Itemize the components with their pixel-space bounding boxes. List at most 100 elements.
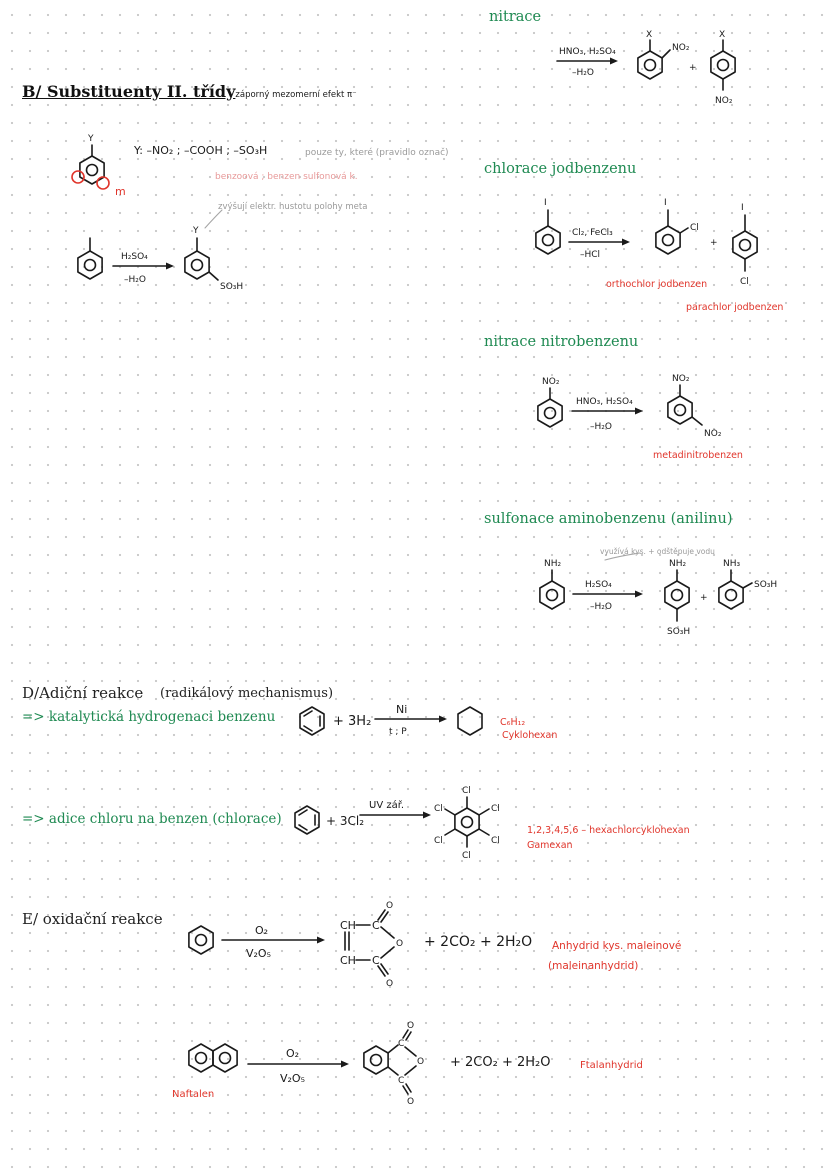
maleic-anhydride: CH C O CH C O O xyxy=(340,901,403,989)
benzene-kekule xyxy=(294,805,320,835)
svg-text:+ 2CO₂ + 2H₂O: + 2CO₂ + 2H₂O xyxy=(450,1055,550,1070)
section-e-title: E/ oxidační reakce xyxy=(22,910,163,928)
svg-text:Cl: Cl xyxy=(491,836,500,846)
note-pouze: pouze ty, které (pravidlo označ) xyxy=(305,148,449,158)
note-anhydrid-2: (maleinanhydrid) xyxy=(548,960,639,972)
benzene-ring xyxy=(664,580,690,610)
note-zvysuji: zvýšují elektr. hustotu polohy meta xyxy=(218,202,368,212)
heading-hydrogenace: => katalytická hydrogenaci benzenu xyxy=(22,709,276,725)
heading-chlorace: chlorace jodbenzenu xyxy=(484,161,637,177)
heading-nitrace-nitro: nitrace nitrobenzenu xyxy=(484,334,639,350)
svg-text:C: C xyxy=(398,1076,404,1086)
svg-text:Y: Y xyxy=(87,134,94,144)
svg-text:Cl₂, FeCl₃: Cl₂, FeCl₃ xyxy=(572,228,613,238)
svg-text:O₂: O₂ xyxy=(255,924,268,937)
section-b-title: B/ Substituenty II. třídy xyxy=(22,82,236,101)
svg-text:CH: CH xyxy=(340,919,356,932)
benzene-ring xyxy=(637,50,663,80)
svg-text:–H₂O: –H₂O xyxy=(590,602,612,612)
svg-text:I: I xyxy=(741,203,744,213)
svg-text:V₂O₅: V₂O₅ xyxy=(246,947,271,960)
svg-text:O: O xyxy=(407,1097,414,1107)
svg-text:NO₂: NO₂ xyxy=(672,374,690,384)
svg-text:NH₃: NH₃ xyxy=(723,559,741,569)
svg-text:I: I xyxy=(544,198,547,208)
svg-text:Cl: Cl xyxy=(740,277,749,287)
hexachlorocyclohexane: Cl Cl Cl Cl Cl Cl xyxy=(434,786,500,861)
svg-text:–H₂O: –H₂O xyxy=(124,275,146,285)
note-ftalanhydrid: Ftalanhydrid xyxy=(580,1060,643,1071)
svg-text:O: O xyxy=(407,1021,414,1031)
svg-text:HNO₃, H₂SO₄: HNO₃, H₂SO₄ xyxy=(576,397,633,407)
svg-text:X: X xyxy=(646,30,652,40)
svg-text:+ 3H₂: + 3H₂ xyxy=(333,714,371,729)
svg-text:Ni: Ni xyxy=(396,703,407,716)
note-benzoic: benzoová ; benzen sulfonová k. xyxy=(215,172,358,182)
benzene-ring xyxy=(77,250,103,280)
svg-text:Cl: Cl xyxy=(462,851,471,861)
benzene-ring xyxy=(535,225,561,255)
svg-text:NO₂: NO₂ xyxy=(672,43,690,53)
svg-text:I: I xyxy=(664,198,667,208)
note-hexachlor: 1,2,3,4,5,6 – hexachlorcyklohexan xyxy=(527,825,690,836)
svg-text:SO₃H: SO₃H xyxy=(667,627,690,637)
svg-text:NH₂: NH₂ xyxy=(669,559,687,569)
svg-text:O: O xyxy=(396,939,403,949)
svg-text:C: C xyxy=(372,919,380,932)
benzene-ring xyxy=(667,395,693,425)
meta-position-mark xyxy=(71,170,85,184)
benzene-ring xyxy=(537,398,563,428)
section-d-title: D/Adiční reakce xyxy=(22,684,144,702)
svg-text:+: + xyxy=(689,63,697,73)
benzene-ring xyxy=(188,925,214,955)
svg-text:–H₂O: –H₂O xyxy=(572,68,594,78)
svg-text:–H₂O: –H₂O xyxy=(590,422,612,432)
benzene-ring xyxy=(539,580,565,610)
svg-text:+ 2CO₂ + 2H₂O: + 2CO₂ + 2H₂O xyxy=(424,934,532,950)
benzene-ring xyxy=(184,250,210,280)
svg-text:Cl: Cl xyxy=(462,786,471,796)
svg-text:NH₂: NH₂ xyxy=(544,559,562,569)
svg-text:NO₂: NO₂ xyxy=(715,96,733,106)
heading-sulfonace: sulfonace aminobenzenu (anilinu) xyxy=(484,511,733,527)
note-anhydrid-1: Anhydrid kys. maleinové xyxy=(552,940,682,952)
svg-text:O: O xyxy=(417,1057,424,1067)
benzene-ring xyxy=(732,230,758,260)
svg-text:NO₂: NO₂ xyxy=(542,377,560,387)
svg-text:SO₃H: SO₃H xyxy=(220,282,243,292)
svg-text:NO₂: NO₂ xyxy=(704,429,722,439)
svg-text:–HCl: –HCl xyxy=(580,250,600,260)
heading-nitrace: nitrace xyxy=(489,9,542,25)
cyclohexane-ring xyxy=(457,706,483,736)
section-d-subtitle: (radikálový mechanismus) xyxy=(160,686,334,701)
substituent-list: Y: –NO₂ ; –COOH ; –SO₃H xyxy=(134,144,268,157)
svg-text:C: C xyxy=(398,1039,404,1049)
benzene-kekule xyxy=(299,706,325,736)
meta-mark: m xyxy=(115,185,126,198)
svg-text:H₂SO₄: H₂SO₄ xyxy=(585,580,612,590)
svg-text:Cl: Cl xyxy=(491,804,500,814)
heading-adice-chloru: => adice chloru na benzen (chlorace) xyxy=(22,811,282,827)
svg-text:SO₃H: SO₃H xyxy=(754,580,777,590)
svg-text:UV zář.: UV zář. xyxy=(369,799,404,811)
svg-text:t ; P: t ; P xyxy=(389,727,407,737)
svg-text:+ 3Cl₂: + 3Cl₂ xyxy=(326,814,364,828)
svg-text:X: X xyxy=(719,30,725,40)
svg-text:O: O xyxy=(386,979,393,989)
benzene-ring xyxy=(718,580,744,610)
svg-text:Cl: Cl xyxy=(434,804,443,814)
note-cyklohexan: Cyklohexan xyxy=(502,730,558,741)
svg-text:HNO₃, H₂SO₄: HNO₃, H₂SO₄ xyxy=(559,47,616,57)
svg-text:+: + xyxy=(710,238,718,248)
svg-text:Y: Y xyxy=(192,226,199,236)
svg-text:O: O xyxy=(386,901,393,911)
phthalic-anhydride: C O O C O xyxy=(363,1021,424,1107)
svg-text:H₂SO₄: H₂SO₄ xyxy=(121,252,148,262)
svg-text:Cl: Cl xyxy=(434,836,443,846)
svg-text:+: + xyxy=(700,593,708,603)
note-ortho-chlor: orthochlor jodbenzen xyxy=(606,279,708,290)
svg-text:CH: CH xyxy=(340,954,356,967)
svg-text:C: C xyxy=(372,954,380,967)
svg-text:V₂O₅: V₂O₅ xyxy=(280,1072,305,1085)
